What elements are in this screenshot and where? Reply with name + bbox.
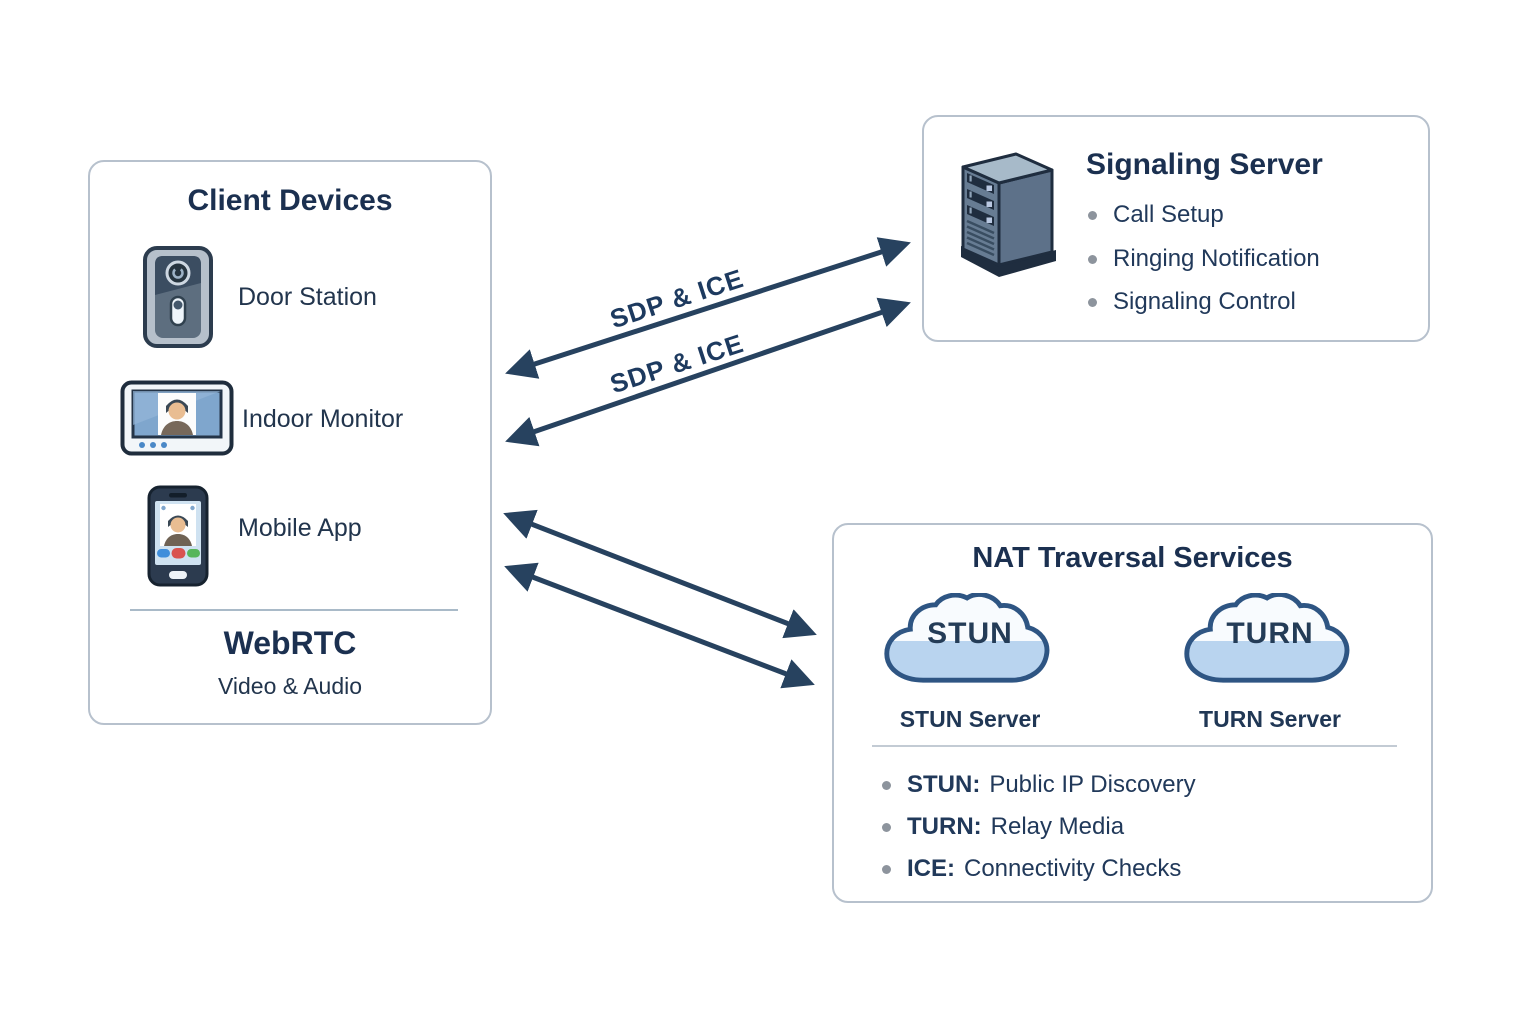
bullet-dot <box>1088 254 1097 264</box>
nat-bullet-ice: ICE: Connectivity Checks <box>882 855 1181 883</box>
nat-box-divider <box>872 745 1397 747</box>
bullet-desc: Connectivity Checks <box>964 855 1182 882</box>
bullet-text: Call Setup <box>1113 201 1224 228</box>
bullet-dot <box>882 864 891 874</box>
door-station-label: Door Station <box>238 283 377 311</box>
stun-server-caption: STUN Server <box>899 706 1041 732</box>
bullet-desc: Relay Media <box>990 813 1125 840</box>
bullet-dot <box>1088 297 1097 307</box>
signaling-bullet-control: Signaling Control <box>1088 288 1296 316</box>
signaling-bullet-ringing: Ringing Notification <box>1088 245 1320 273</box>
nat-traversal-title: NAT Traversal Services <box>972 542 1293 574</box>
stun-label: STUN <box>927 617 1013 650</box>
bullet-dot <box>882 822 891 832</box>
nat-bullet-stun: STUN: Public IP Discovery <box>882 771 1196 799</box>
indoor-monitor-icon <box>120 380 234 456</box>
signaling-server-box: Signaling Server Call Setup Ringing Noti… <box>922 115 1430 342</box>
bullet-dot <box>882 780 891 790</box>
nat-traversal-box: NAT Traversal Services STUN STUN Server … <box>832 523 1433 903</box>
bullet-text: Ringing Notification <box>1113 245 1320 272</box>
client-box-divider <box>130 609 458 611</box>
bullet-term: ICE: <box>907 855 955 882</box>
bullet-term: TURN: <box>907 813 982 840</box>
turn-cloud-icon: TURN <box>1177 592 1363 689</box>
signaling-bullet-call-setup: Call Setup <box>1088 201 1224 229</box>
turn-server-caption: TURN Server <box>1199 706 1341 732</box>
sdp-ice-label-1: SDP & ICE <box>606 262 748 335</box>
client-devices-title: Client Devices <box>187 184 393 217</box>
webrtc-title: WebRTC <box>223 625 357 661</box>
bullet-term: STUN: <box>907 771 981 798</box>
bullet-dot <box>1088 210 1097 220</box>
indoor-monitor-label: Indoor Monitor <box>242 405 404 433</box>
webrtc-subtitle: Video & Audio <box>217 673 363 699</box>
bullet-desc: Public IP Discovery <box>989 771 1196 798</box>
signaling-server-title: Signaling Server <box>1086 148 1323 181</box>
bullet-text: Signaling Control <box>1113 288 1296 315</box>
client-signaling-arrow-2 <box>505 297 911 447</box>
stun-cloud-icon: STUN <box>877 592 1063 689</box>
nat-bullet-turn: TURN: Relay Media <box>882 813 1124 841</box>
client-devices-box: Client Devices Door Station Indoor Monit… <box>88 160 492 725</box>
sdp-ice-label-2: SDP & ICE <box>606 327 748 400</box>
mobile-app-label: Mobile App <box>238 514 362 542</box>
mobile-app-icon <box>147 485 209 587</box>
client-nat-arrow-2 <box>504 562 815 689</box>
door-station-icon <box>143 246 213 348</box>
server-icon <box>961 152 1056 277</box>
turn-label: TURN <box>1226 617 1314 650</box>
client-nat-arrow-1 <box>503 509 817 639</box>
